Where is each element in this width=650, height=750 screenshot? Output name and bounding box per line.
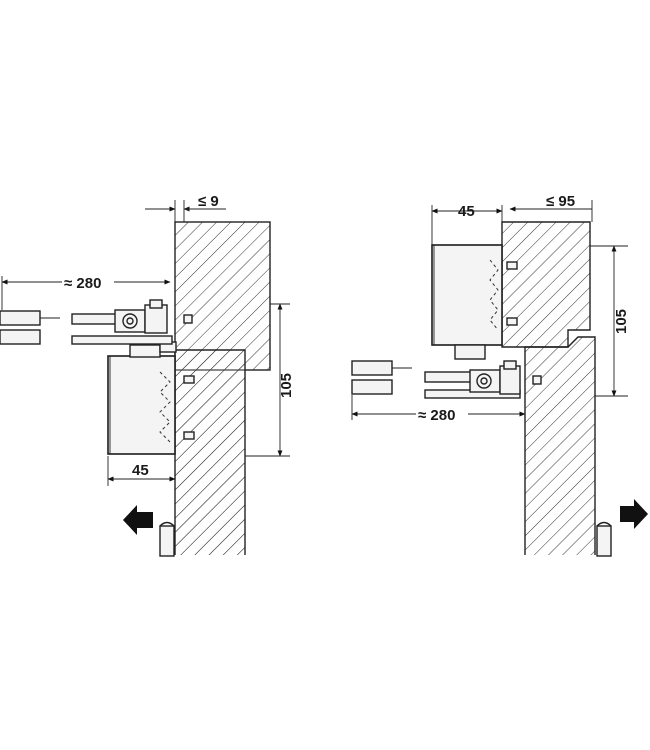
- left-closer-body: [107, 341, 195, 455]
- left-door-leaf: [174, 349, 246, 555]
- left-dim-arm-label: ≈ 280: [64, 275, 101, 292]
- right-dim-body-label: 45: [458, 203, 475, 220]
- right-frame: [501, 221, 591, 348]
- right-dim-arm-label: ≈ 280: [418, 407, 455, 424]
- left-frame: [174, 221, 271, 371]
- right-view: 45 ≤ 95 105 ≈ 280: [351, 193, 648, 557]
- left-hinge-pin: [159, 525, 175, 557]
- left-dim-body-label: 45: [132, 462, 149, 479]
- arrow-right-icon: [620, 499, 648, 529]
- right-door-leaf: [524, 336, 596, 555]
- right-dim-top-label: ≤ 95: [546, 193, 575, 210]
- left-dim-top-label: ≤ 9: [198, 193, 219, 210]
- left-dim-height-label: 105: [278, 373, 295, 398]
- left-view: ≤ 9 ≈ 280 105 45: [0, 193, 295, 557]
- right-hinge-pin: [596, 525, 612, 557]
- arrow-left-icon: [123, 505, 153, 535]
- right-dim-height-label: 105: [613, 309, 630, 334]
- left-arm: [0, 299, 193, 345]
- right-closer-body: [431, 244, 518, 360]
- right-arm: [351, 360, 542, 399]
